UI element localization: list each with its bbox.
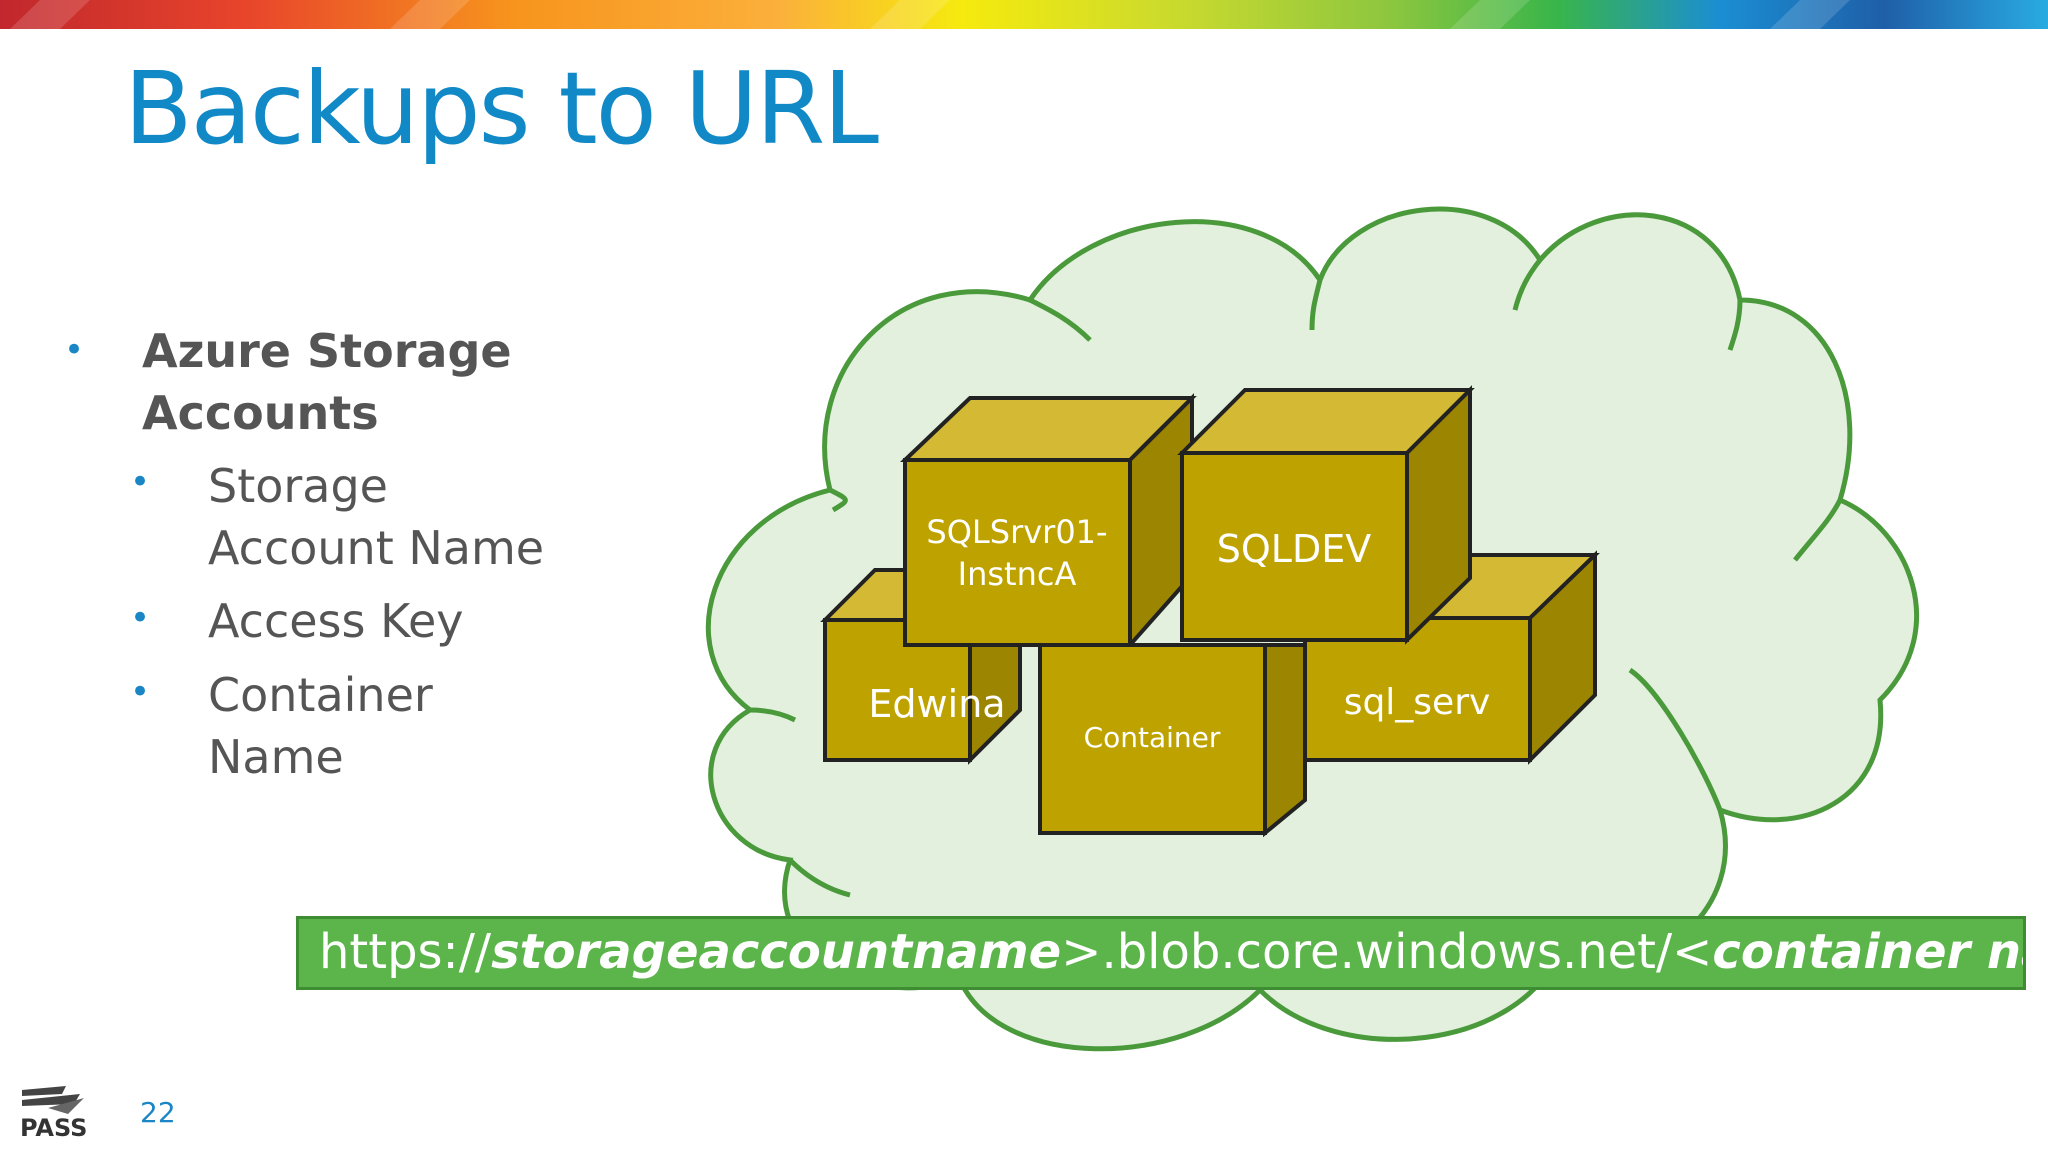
box-label-sqlsrvr01-line2: InstncA xyxy=(958,555,1077,593)
slide-title: Backups to URL xyxy=(124,50,879,167)
box-container: Container xyxy=(1038,643,1307,838)
url-account-placeholder: storageaccountname xyxy=(491,924,1062,980)
box-label-edwina: Edwina xyxy=(868,682,1005,726)
bullet-dot: • xyxy=(130,462,151,502)
bullet-main-line2: Accounts xyxy=(142,386,379,440)
page-number: 22 xyxy=(140,1096,176,1129)
storage-cloud-diagram: Edwina sql_serv SQLSrvr01- InstncA SQLDE… xyxy=(705,206,1920,1052)
sub-bullet-container-name: Container Name xyxy=(208,664,433,788)
top-rainbow-bar xyxy=(0,0,2048,29)
sub-bullet-line: Account Name xyxy=(208,521,545,575)
bullet-dot: • xyxy=(130,598,151,638)
box-label-sql-serv: sql_serv xyxy=(1344,682,1491,723)
sub-bullet-line: Storage xyxy=(208,459,388,513)
sub-bullet-line: Name xyxy=(208,730,344,784)
pass-logo-text: PASS xyxy=(20,1114,87,1140)
box-label-sqldev: SQLDEV xyxy=(1217,527,1371,571)
url-prefix: https:// xyxy=(319,924,492,980)
url-middle: >.blob.core.windows.net/< xyxy=(1061,924,1713,980)
box-sqlsrvr01: SQLSrvr01- InstncA xyxy=(900,393,1197,651)
bullet-dot: • xyxy=(64,330,85,370)
pass-logo: PASS xyxy=(20,1086,87,1140)
bullet-main-line1: Azure Storage xyxy=(142,324,512,378)
sub-bullet-access-key: Access Key xyxy=(208,590,464,652)
sub-bullet-storage-account-name: Storage Account Name xyxy=(208,455,544,579)
bullet-dot: • xyxy=(130,672,151,712)
box-label-sqlsrvr01-line1: SQLSrvr01- xyxy=(926,513,1107,551)
box-label-container: Container xyxy=(1084,721,1221,754)
bullet-main: Azure Storage Accounts xyxy=(142,320,512,444)
box-sqldev: SQLDEV xyxy=(1177,385,1475,645)
sub-bullet-line: Access Key xyxy=(208,594,464,648)
url-format-banner: https://storageaccountname>.blob.core.wi… xyxy=(296,916,2026,990)
url-container-placeholder: container name xyxy=(1712,924,2023,980)
sub-bullet-line: Container xyxy=(208,668,433,722)
